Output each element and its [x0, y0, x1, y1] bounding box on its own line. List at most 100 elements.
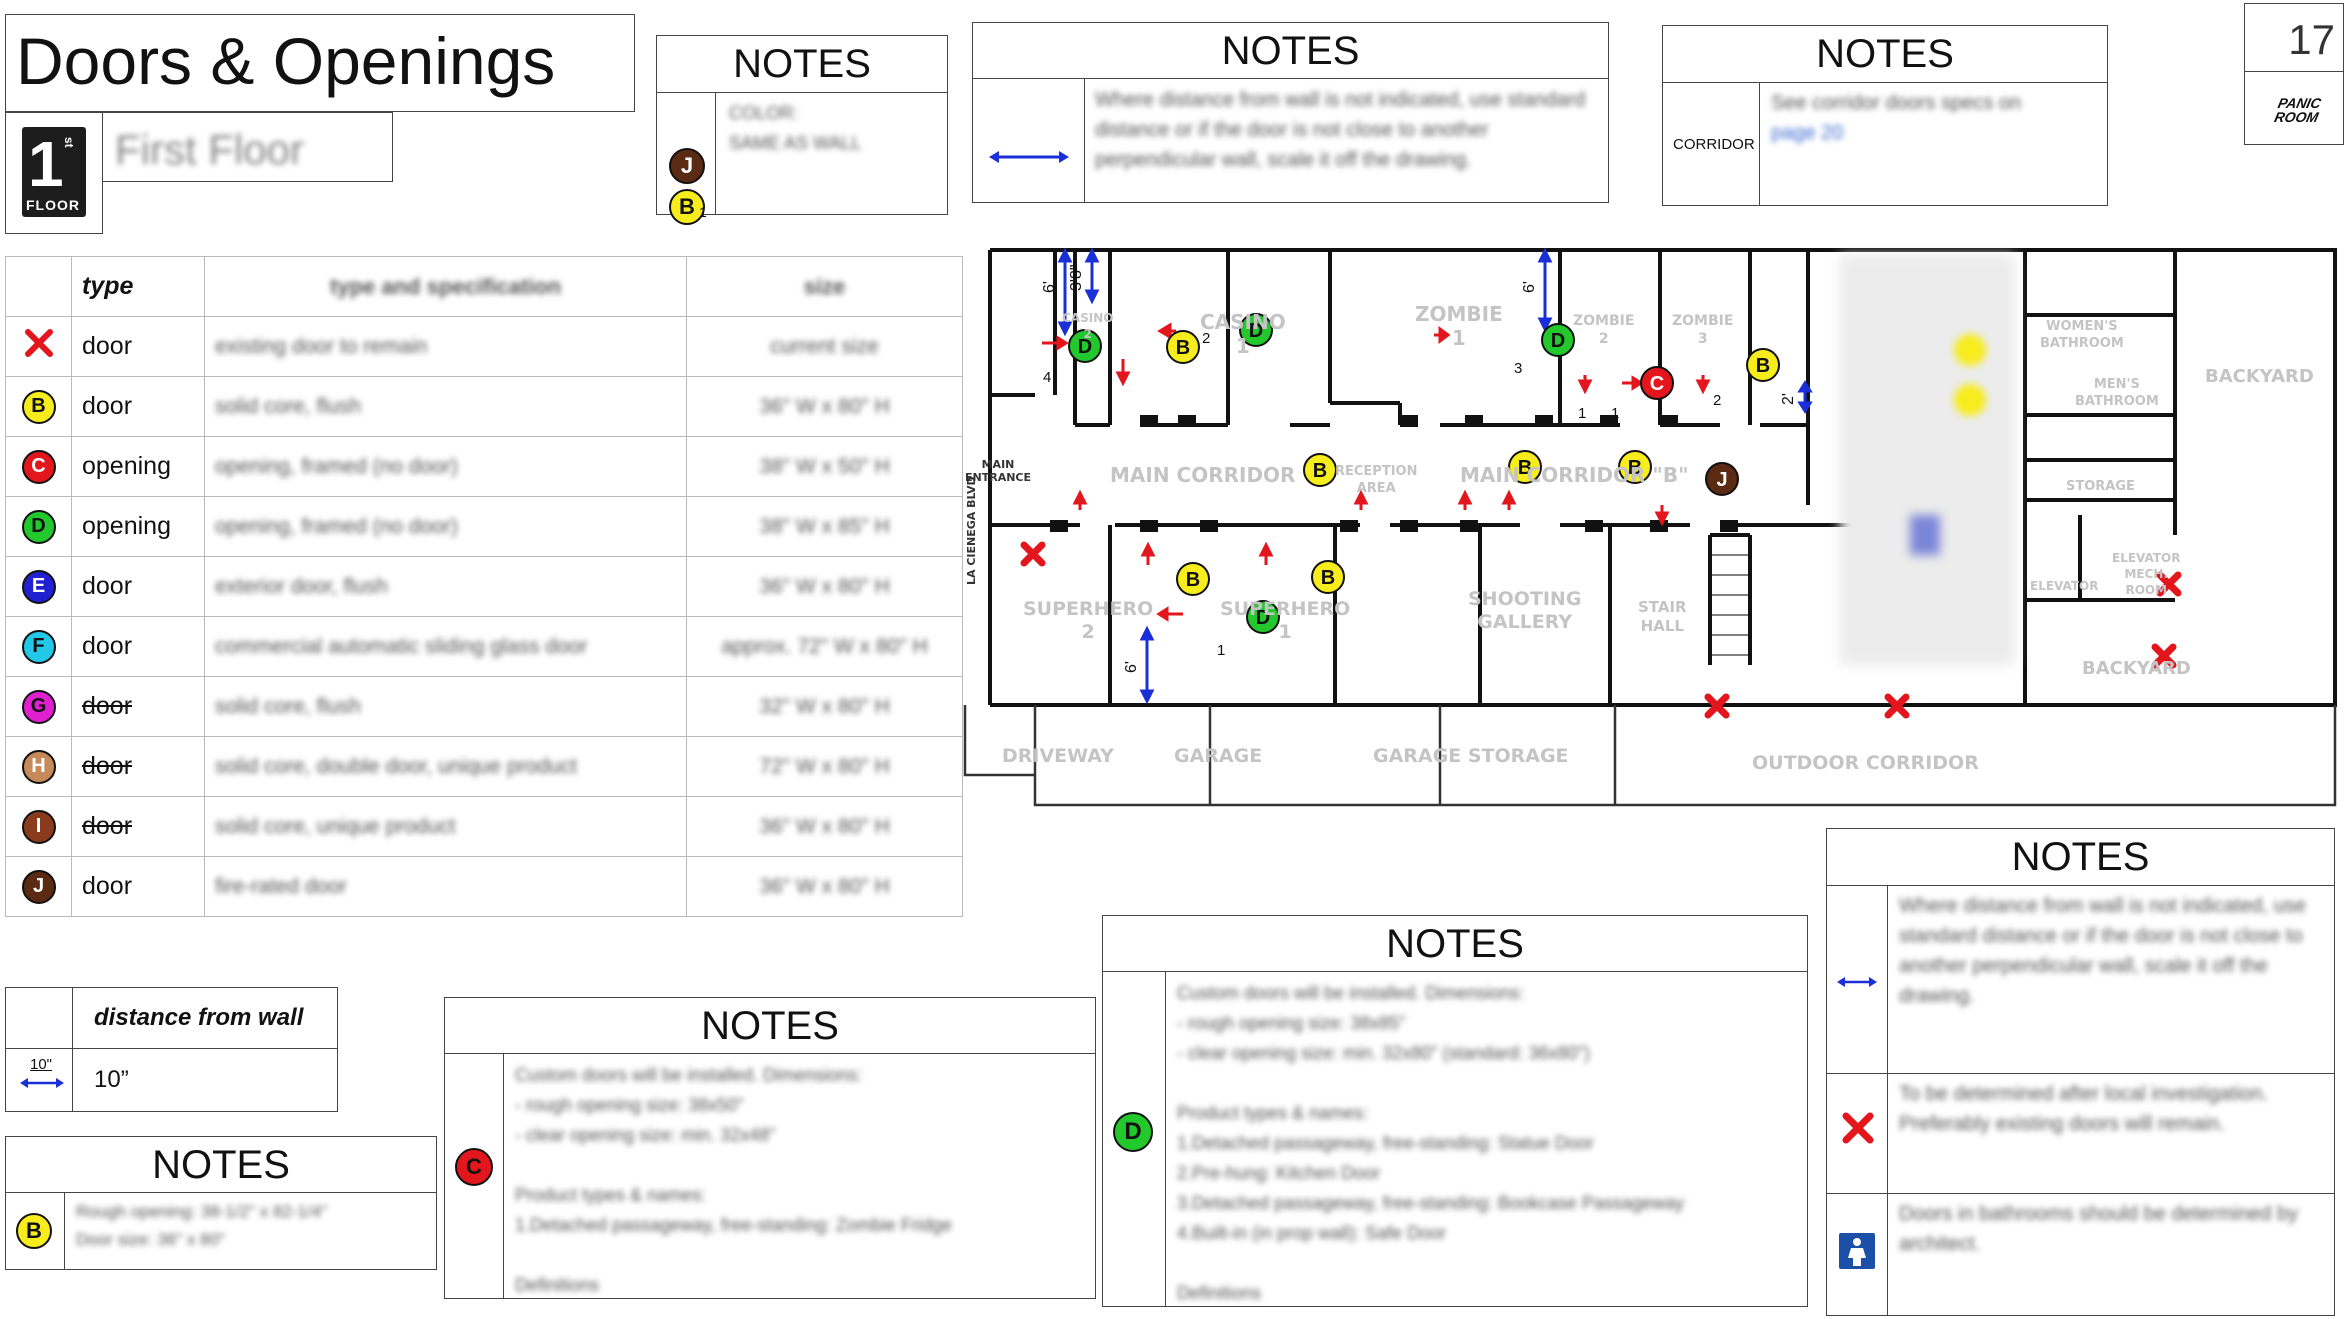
floor-badge-sup: st	[62, 137, 76, 148]
room-label-storage: STORAGE	[2066, 479, 2135, 494]
plan-door-badge-d: D	[1246, 600, 1280, 634]
room-label-backyard-bottom: BACKYARD	[2082, 658, 2191, 679]
legend-size: 36" W x 80" H	[686, 796, 963, 857]
plan-door-badge-b: B	[1303, 453, 1337, 487]
room-label-zombie3: ZOMBIE 3	[1672, 312, 1733, 348]
room-label-line: 2	[1598, 331, 1609, 347]
red-x-icon	[1842, 1112, 1874, 1144]
badge-subnumber: 3	[1514, 360, 1523, 377]
svg-text:B: B	[1186, 569, 1200, 591]
floor-badge: 1 st FLOOR	[22, 127, 86, 217]
room-label-garage-storage: GARAGE STORAGE	[1373, 745, 1569, 767]
door-badge-e: E	[21, 569, 56, 604]
legend-size: 36" W x 80" H	[686, 856, 963, 917]
badge-subnumber: 2	[1713, 392, 1722, 409]
room-label-line: 3	[1697, 331, 1708, 347]
badge-b: B	[669, 189, 705, 225]
page-number-box: 17 PANIC ROOM	[2244, 3, 2344, 145]
legend-row: door existing door to remain current siz…	[5, 316, 963, 377]
legend-type: door	[71, 316, 205, 377]
door-badge-f: F	[21, 629, 56, 664]
note-line: Product types & names:	[515, 1185, 707, 1205]
plan-label-street: LA CIENEGA BLVD	[965, 476, 978, 585]
room-label-line: ROOM	[2125, 583, 2168, 597]
legend-spec: solid core, unique product	[204, 796, 687, 857]
note-line	[515, 1240, 952, 1270]
dim-label: 6'	[1041, 281, 1058, 293]
notes-title: NOTES	[6, 1137, 436, 1193]
badge-subnumber: 1	[1578, 405, 1587, 422]
note-line	[1177, 1068, 1684, 1098]
room-label-line: 1	[1278, 621, 1292, 643]
badge-d: D	[1113, 1112, 1153, 1152]
legend-spec: solid core, flush	[204, 676, 687, 737]
notes-box-b: NOTES B Rough opening: 38-1/2" x 82-1/4"…	[5, 1136, 437, 1270]
room-label-line: ZOMBIE	[1672, 313, 1734, 329]
legend-row: B door solid core, flush 36" W x 80" H	[5, 376, 963, 437]
note-line: Product types & names:	[1177, 1103, 1369, 1123]
badge-subnumber: 1	[1611, 405, 1620, 422]
plan-door-badge-b: B	[1166, 330, 1200, 364]
note-text: To be determined after local investigati…	[1899, 1083, 2269, 1135]
room-label-line: ZOMBIE	[1415, 302, 1503, 326]
door-badge-j: J	[21, 869, 56, 904]
note-line: 3.Detached passageway, free-standing: Bo…	[1177, 1193, 1684, 1213]
legend-type: opening	[71, 496, 205, 557]
double-arrow-icon	[989, 151, 1069, 163]
floor-label: First Floor	[115, 126, 304, 173]
legend-type: door	[71, 856, 205, 917]
plan-label-line: ENTRANCE	[965, 471, 1031, 484]
room-label-main-corridor: MAIN CORRIDOR	[1110, 463, 1296, 487]
note-line: 4.Built-in (in prop wall): Safe Door	[1177, 1223, 1447, 1243]
legend-spec: exterior door, flush	[204, 556, 687, 617]
room-label-line: AREA	[1356, 481, 1396, 496]
distance-legend-header: distance from wall	[94, 1004, 304, 1031]
room-label-line: SUPERHERO	[1220, 598, 1351, 620]
note-line: Door size: 36" x 80"	[76, 1230, 226, 1249]
legend-header-row: type type and specification size	[5, 256, 963, 317]
floor-badge-frame: 1 st FLOOR	[5, 112, 103, 234]
notes-box-right: NOTES Where distance from wall is not in…	[1826, 828, 2335, 1316]
plan-door-badge-c: C	[1640, 366, 1674, 400]
corridor-link[interactable]: page 20	[1771, 122, 1844, 144]
note-line: Rough opening: 38-1/2" x 82-1/4"	[76, 1202, 328, 1221]
legend-size: approx. 72" W x 80" H	[686, 616, 963, 677]
svg-text:B: B	[1518, 457, 1532, 479]
legend-spec: opening, framed (no door)	[204, 436, 687, 497]
legend-size: 72" W x 80" H	[686, 736, 963, 797]
legend-spec: commercial automatic sliding glass door	[204, 616, 687, 677]
plan-door-badge-j: J	[1705, 462, 1739, 496]
note-line: Definitions	[1177, 1283, 1262, 1303]
notes-d-text: Custom doors will be installed. Dimensio…	[1177, 978, 1684, 1308]
note-line	[1177, 1248, 1684, 1278]
legend-spec: opening, framed (no door)	[204, 496, 687, 557]
svg-text:B: B	[1321, 567, 1335, 589]
legend-type: door	[71, 736, 205, 797]
notes-c-text: Custom doors will be installed. Dimensio…	[515, 1060, 952, 1300]
note-text: See corridor doors specs on	[1771, 92, 2022, 114]
legend-row: C opening opening, framed (no door) 38" …	[5, 436, 963, 497]
plan-door-badge-d: D	[1541, 323, 1575, 357]
svg-text:B: B	[1176, 337, 1190, 359]
notes-title: NOTES	[657, 36, 947, 93]
svg-text:D: D	[1256, 607, 1270, 629]
dim-label: 2'	[1780, 393, 1797, 405]
notes-box-top-small: NOTES J B 1 COLOR: SAME AS WALL	[656, 35, 948, 225]
room-label-line: ELEVATOR	[2112, 551, 2181, 565]
legend-spec: fire-rated door	[204, 856, 687, 917]
legend-row: H door solid core, double door, unique p…	[5, 736, 963, 797]
restroom-icon	[1839, 1233, 1875, 1269]
svg-text:C: C	[1650, 373, 1664, 395]
plan-door-badge-b: B	[1746, 348, 1780, 382]
distance-icon-label: 10"	[30, 1056, 53, 1073]
note-text: Where distance from wall is not indicate…	[1095, 89, 1586, 171]
room-label-line: 2	[1081, 621, 1095, 643]
dim-label: 6'	[1123, 661, 1140, 673]
legend-row: F door commercial automatic sliding glas…	[5, 616, 963, 677]
